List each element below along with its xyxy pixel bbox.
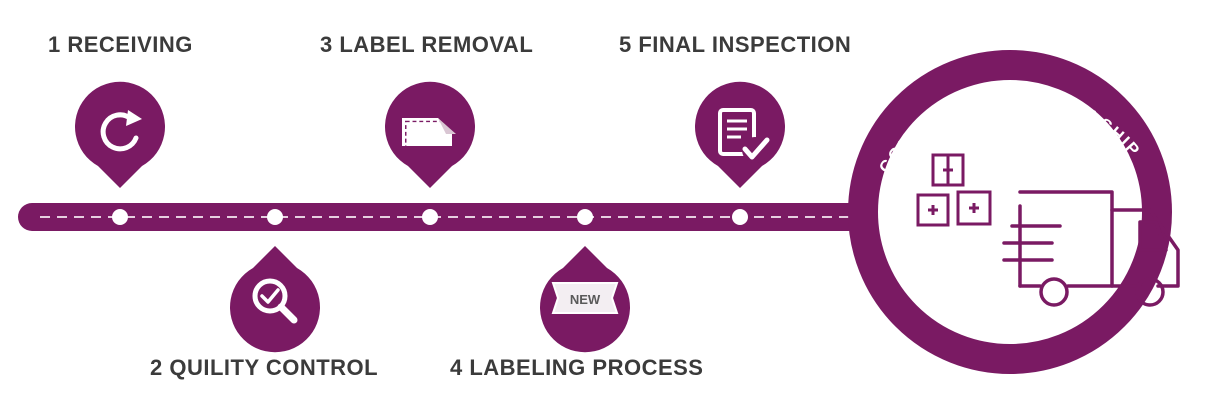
checklist-icon — [718, 108, 770, 163]
new-tag-text: NEW — [570, 292, 601, 307]
timeline-dot-1 — [112, 209, 128, 225]
timeline-dot-5 — [732, 209, 748, 225]
magnifier-check-icon — [252, 278, 298, 324]
step-2-marker — [230, 246, 321, 353]
timeline-dot-4 — [577, 209, 593, 225]
timeline-dot-3 — [422, 209, 438, 225]
delivery-truck-icon — [1002, 190, 1180, 307]
final-stage-circle: CONSOLIDATE / PACK / SHIP — [848, 50, 1180, 374]
step-3-label: 3 LABEL REMOVAL — [320, 32, 534, 57]
step-2-label: 2 QUILITY CONTROL — [150, 355, 379, 380]
step-1-label: 1 RECEIVING — [48, 32, 193, 57]
step-5-marker — [695, 81, 785, 188]
timeline-dot-2 — [267, 209, 283, 225]
step-1-marker — [75, 81, 165, 188]
step-4-label: 4 LABELING PROCESS — [450, 355, 704, 380]
refresh-icon — [100, 110, 142, 152]
boxes-icon — [916, 153, 992, 227]
new-tag-icon: NEW — [551, 282, 619, 314]
step-5-label: 5 FINAL INSPECTION — [619, 32, 852, 57]
peeling-label-icon — [402, 118, 456, 150]
step-3-marker — [385, 81, 475, 188]
step-4-marker: NEW — [540, 246, 630, 353]
